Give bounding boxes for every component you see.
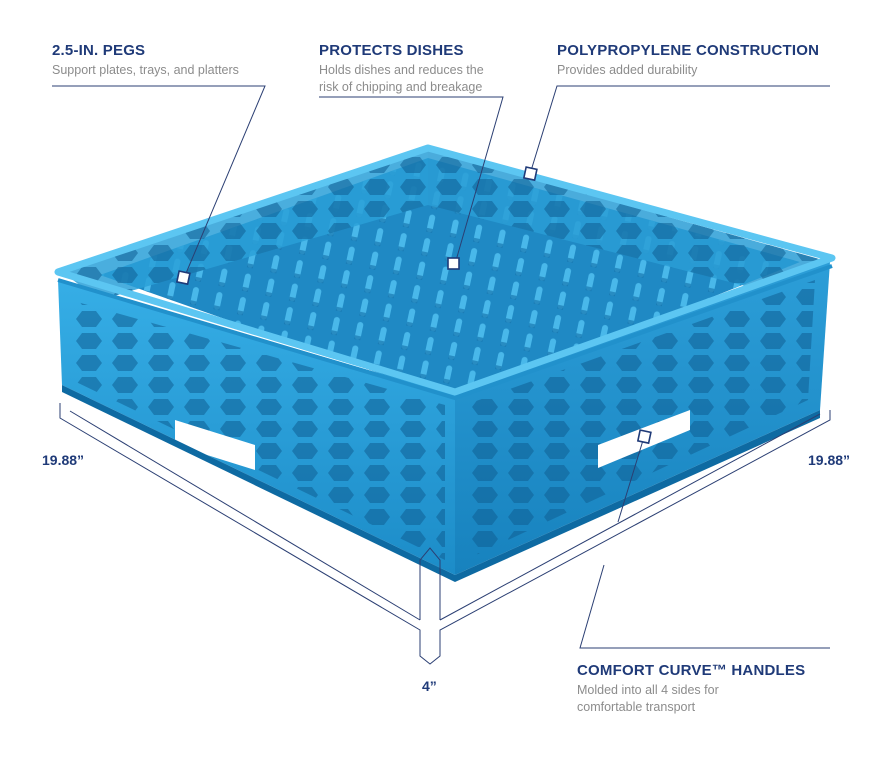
rack-front-left-hex [70, 300, 445, 560]
callout-handles-desc: Molded into all 4 sides for comfortable … [577, 682, 805, 716]
callout-pegs-title: 2.5-IN. PEGS [52, 42, 146, 59]
rack-back-hex-right [428, 150, 830, 300]
rack-front-right-hex [465, 280, 815, 560]
callout-protects-desc-line2: risk of chipping and breakage [319, 80, 483, 94]
callout-poly-desc: Provides added durability [557, 63, 698, 77]
callout-markers [175, 166, 652, 445]
leader-protects [319, 96, 504, 265]
marker-pegs [175, 270, 191, 286]
dimension-lines [59, 403, 831, 665]
rack-base-left [62, 385, 455, 582]
marker-protects [447, 257, 460, 270]
callout-poly: POLYPROPYLENE CONSTRUCTION Provides adde… [557, 42, 819, 79]
callout-leaders [52, 85, 830, 649]
callout-protects-desc: Holds dishes and reduces the risk of chi… [319, 62, 484, 96]
leader-poly [529, 85, 830, 175]
callout-pegs: 2.5-IN. PEGS Support plates, trays, and … [52, 42, 239, 79]
callout-pegs-desc: Support plates, trays, and platters [52, 63, 239, 77]
callout-poly-title: POLYPROPYLENE CONSTRUCTION [557, 42, 820, 59]
dimension-right-inner [439, 413, 821, 621]
callout-handles-title: COMFORT CURVE™ HANDLES [577, 662, 806, 679]
rack-back-hex-left [62, 150, 428, 300]
dimension-height-label: 4” [422, 678, 437, 694]
leader-handles-lower [579, 564, 830, 649]
dimension-height-inner [419, 547, 441, 620]
rack-rim-edge [57, 264, 833, 401]
dimension-left-label: 19.88” [42, 452, 85, 468]
callout-protects-desc-line1: Holds dishes and reduces the [319, 63, 484, 77]
marker-poly [522, 166, 538, 182]
rack-top-rim [54, 144, 836, 396]
callout-handles-desc-line1: Molded into all 4 sides for [577, 683, 719, 697]
dimension-left-inner [69, 410, 421, 621]
callout-handles-desc-line2: comfortable transport [577, 700, 696, 714]
rack-base-right [455, 410, 820, 582]
leader-pegs [52, 85, 266, 279]
callout-handles: COMFORT CURVE™ HANDLES Molded into all 4… [577, 662, 805, 716]
rack-body [54, 144, 836, 582]
rack-handle-cutout-left [175, 420, 255, 470]
callout-protects: PROTECTS DISHES Holds dishes and reduces… [319, 42, 484, 96]
dimension-right-label: 19.88” [808, 452, 851, 468]
callout-protects-title: PROTECTS DISHES [319, 42, 464, 59]
marker-handles [636, 429, 652, 445]
dimension-bracket-outer [59, 403, 831, 665]
leader-handles-upper [617, 436, 645, 523]
